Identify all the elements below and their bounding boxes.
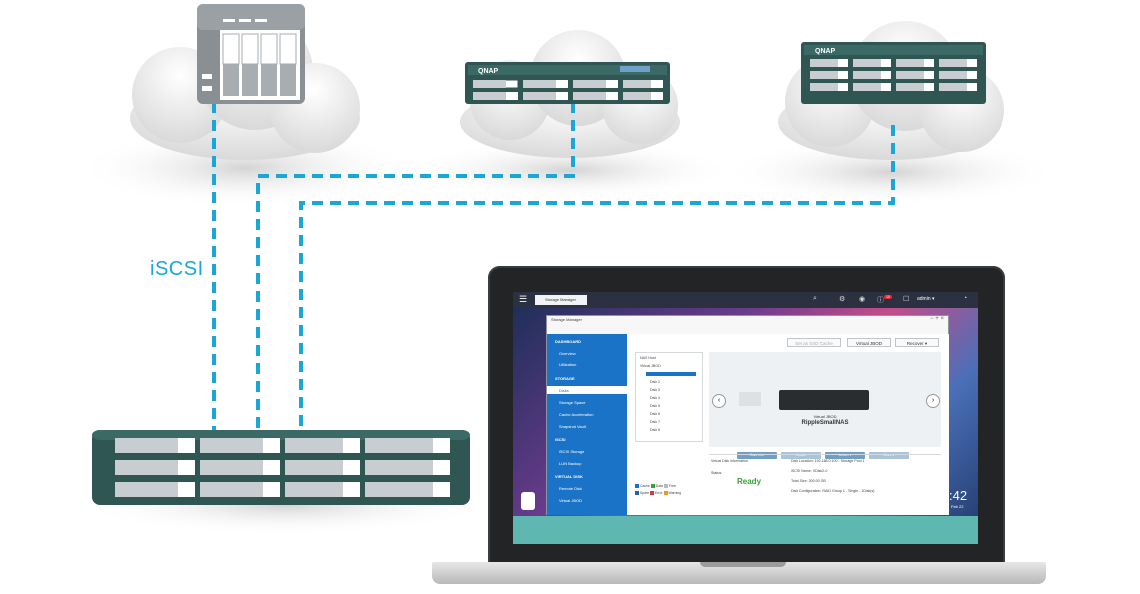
sidebar-heading-dashboard: DASHBOARD bbox=[555, 339, 581, 344]
disk-info-panel: Virtual Disk information Status: Ready D… bbox=[709, 454, 941, 513]
status-label: Status: bbox=[711, 471, 723, 475]
legend-item: Spare bbox=[640, 491, 650, 496]
legend-item: Free bbox=[668, 484, 676, 488]
main-panel: Set as SSD Cache Virtual JBOD Recover ▾ … bbox=[627, 334, 949, 515]
rack-nas-bottom bbox=[92, 430, 470, 505]
legend-item: Error bbox=[655, 491, 663, 496]
device-subtitle: Virtual JBOD bbox=[813, 414, 837, 419]
sidebar-item-remote-disk[interactable]: Remote Disk bbox=[559, 486, 582, 491]
window-title: Storage Manager bbox=[551, 317, 582, 322]
sidebar-item-cache[interactable]: Cache Acceleration bbox=[559, 412, 594, 417]
sidebar-item-overview[interactable]: Overview bbox=[559, 351, 576, 356]
nas-thumbnail bbox=[739, 392, 761, 406]
sidebar-heading-virtual-disk: VIRTUAL DISK bbox=[555, 474, 583, 479]
link-rack-middle bbox=[256, 102, 575, 432]
legend-swatch bbox=[635, 484, 639, 489]
sidebar-selected bbox=[547, 386, 627, 394]
legend-item: Cache bbox=[640, 484, 650, 488]
sidebar-item-snapshot[interactable]: Snapshot Vault bbox=[559, 424, 586, 429]
tree-item-host[interactable]: NAS Host bbox=[640, 356, 656, 360]
tree-item-disk[interactable]: Disk 5 bbox=[650, 404, 660, 408]
notification-badge: 10 bbox=[884, 295, 892, 299]
set-ssd-cache-button[interactable]: Set as SSD Cache bbox=[787, 338, 841, 347]
qts-topbar: ☰ Storage Manager ⌕ ⚙ ◉ ⓘ 10 ☐ admin ▾ ◔ bbox=[513, 292, 978, 308]
svg-text:QNAP: QNAP bbox=[815, 48, 836, 55]
tree-item-jbod[interactable]: Virtual JBOD bbox=[640, 364, 661, 368]
tree-item-disk[interactable]: Disk 3 bbox=[650, 388, 660, 392]
info-heading: Virtual Disk information bbox=[711, 459, 748, 463]
link-rack-right bbox=[299, 125, 895, 432]
iscsi-links bbox=[212, 102, 895, 432]
backup-icon[interactable]: ◉ bbox=[859, 296, 866, 303]
tree-item-disk[interactable]: Disk 4 bbox=[650, 396, 660, 400]
rack-nas-right: QNAP bbox=[801, 42, 986, 104]
prev-arrow-icon[interactable]: ‹ bbox=[712, 394, 726, 408]
iscsi-name: iSCSI Name: VDisk2-0 bbox=[791, 469, 828, 473]
device-card: ‹ › Virtual JBOD RippleSmallNAS Disk Inf… bbox=[709, 352, 941, 459]
laptop-screen: ☰ Storage Manager ⌕ ⚙ ◉ ⓘ 10 ☐ admin ▾ ◔… bbox=[513, 292, 978, 544]
disk-tree: NAS Host Virtual JBOD Virtual JBOD Disk … bbox=[635, 352, 703, 442]
laptop-notch bbox=[700, 562, 786, 567]
legend-item: Data bbox=[655, 484, 663, 488]
recycle-bin-icon[interactable] bbox=[521, 492, 535, 510]
sidebar-heading-iscsi: iSCSI bbox=[555, 437, 566, 442]
disk-location: Disk Location: 192.168.0.100 - Storage P… bbox=[791, 459, 865, 463]
disk-configuration: Disk Configuration: RAID Group 1 - Singl… bbox=[791, 489, 875, 493]
iscsi-label: iSCSI bbox=[150, 258, 204, 280]
sidebar-item-lun-backup[interactable]: LUN Backup bbox=[559, 461, 582, 466]
legend-swatch bbox=[650, 491, 655, 496]
laptop-base bbox=[432, 562, 1046, 584]
desktop-bottom-band bbox=[513, 516, 978, 544]
sidebar: DASHBOARD Overview Utilization STORAGE D… bbox=[547, 334, 627, 515]
status-value: Ready bbox=[737, 477, 762, 486]
device-name: RippleSmallNAS bbox=[801, 420, 849, 426]
dashboard-icon[interactable]: ◔ bbox=[963, 295, 968, 302]
desktop-date: Feb 22 bbox=[951, 504, 964, 509]
sidebar-item-storage-space[interactable]: Storage Space bbox=[559, 400, 586, 405]
health-button[interactable]: Health bbox=[781, 452, 821, 459]
legend-swatch bbox=[635, 491, 639, 496]
sidebar-item-disks[interactable]: Disks bbox=[559, 388, 569, 393]
admin-menu[interactable]: admin ▾ bbox=[917, 296, 935, 302]
sidebar-item-utilization[interactable]: Utilization bbox=[559, 362, 577, 367]
virtual-jbod-button[interactable]: Virtual JBOD bbox=[847, 338, 891, 347]
next-arrow-icon[interactable]: › bbox=[926, 394, 940, 408]
storage-manager-window: Storage Manager − + × DASHBOARD Overview… bbox=[546, 315, 949, 515]
search-icon[interactable]: ⌕ bbox=[813, 295, 817, 302]
sidebar-heading-storage: STORAGE bbox=[555, 376, 575, 381]
notification-icon[interactable]: ⓘ bbox=[877, 297, 884, 304]
recover-button[interactable]: Recover ▾ bbox=[895, 338, 939, 347]
menu-icon[interactable]: ☰ bbox=[519, 294, 528, 304]
disk-info-button[interactable]: Disk Info bbox=[737, 452, 777, 459]
legend-swatch bbox=[663, 491, 668, 496]
action-button[interactable]: Action ▾ bbox=[825, 452, 865, 459]
jbod-enclosure-image bbox=[779, 390, 869, 410]
sidebar-item-virtual-jbod[interactable]: Virtual JBOD bbox=[559, 498, 583, 503]
window-controls[interactable]: − + × bbox=[930, 316, 944, 322]
tree-item-selected[interactable]: Virtual JBOD bbox=[646, 372, 696, 376]
user-icon[interactable]: ☐ bbox=[903, 296, 910, 303]
more-button[interactable]: More ▾ bbox=[869, 452, 909, 459]
tree-item-disk[interactable]: Disk 8 bbox=[650, 428, 660, 432]
desktop-clock: :42 bbox=[949, 488, 968, 503]
legend-item: Warning bbox=[668, 491, 682, 496]
tree-item-disk[interactable]: Disk 2 bbox=[650, 380, 660, 384]
tasks-icon[interactable]: ⚙ bbox=[839, 296, 846, 303]
tree-item-disk[interactable]: Disk 7 bbox=[650, 420, 660, 424]
sidebar-item-iscsi-storage[interactable]: iSCSI Storage bbox=[559, 449, 585, 454]
storage-manager-tab[interactable]: Storage Manager bbox=[535, 295, 587, 305]
legend: Cache Data Free Spare Error Warning bbox=[635, 484, 705, 496]
legend-swatch bbox=[663, 484, 668, 489]
legend-swatch bbox=[650, 484, 655, 489]
tower-nas bbox=[197, 4, 305, 104]
svg-text:QNAP: QNAP bbox=[478, 68, 499, 75]
tree-item-disk[interactable]: Disk 6 bbox=[650, 412, 660, 416]
rack-nas-middle: QNAP bbox=[465, 62, 670, 104]
total-size: Total Size: 300.00 GB bbox=[791, 479, 826, 483]
